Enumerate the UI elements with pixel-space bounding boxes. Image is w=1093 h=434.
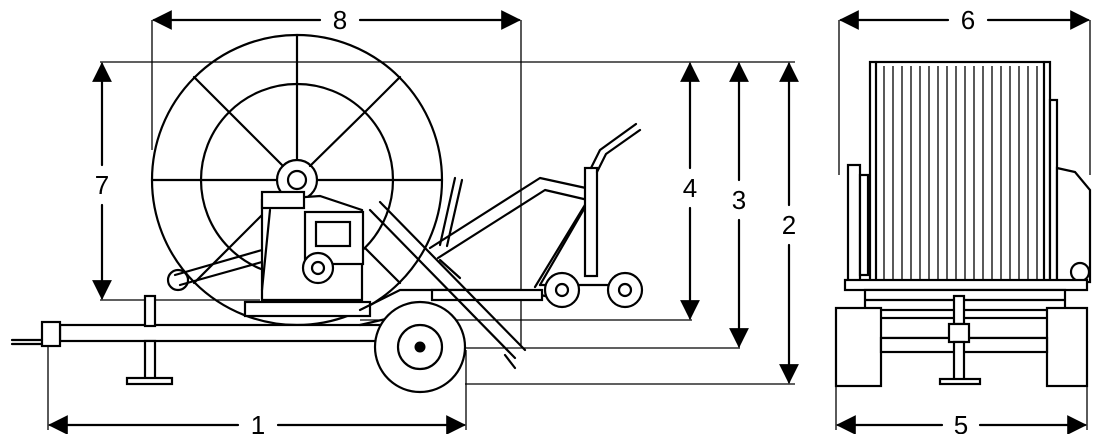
dimension-label-2: 2 [782,210,796,240]
front-extension-lines [835,20,1091,430]
dimension-label-4: 4 [683,173,697,203]
reel-drum-front [868,60,1052,310]
dimension-5: 5 [836,410,1087,434]
support-jack [125,294,174,386]
dimension-label-1: 1 [251,410,265,434]
dimension-label-6: 6 [961,5,975,35]
telescopic-arm [368,176,527,370]
axle-beam [843,278,1089,312]
dimension-6: 6 [839,5,1090,35]
main-wheel [373,300,467,394]
dimension-label-3: 3 [732,185,746,215]
dimension-4: 4 [680,62,700,320]
gearbox-housing [260,190,365,302]
dimension-label-7: 7 [95,170,109,200]
sprinkler-cart [428,122,644,309]
chassis [243,288,547,318]
dimension-1: 1 [48,410,466,434]
support-jack-front [938,294,982,386]
side-guards [846,98,1092,287]
hose-inlet-pipe [166,248,264,292]
dimension-8: 8 [152,5,521,35]
side-view: 1 8 7 4 3 2 [10,5,799,434]
dimension-label-5: 5 [954,410,968,434]
dimension-2: 2 [779,62,799,384]
dimension-7: 7 [92,62,112,300]
dimension-3: 3 [729,62,749,348]
dimension-label-8: 8 [333,5,347,35]
front-view: 6 5 [834,5,1092,434]
